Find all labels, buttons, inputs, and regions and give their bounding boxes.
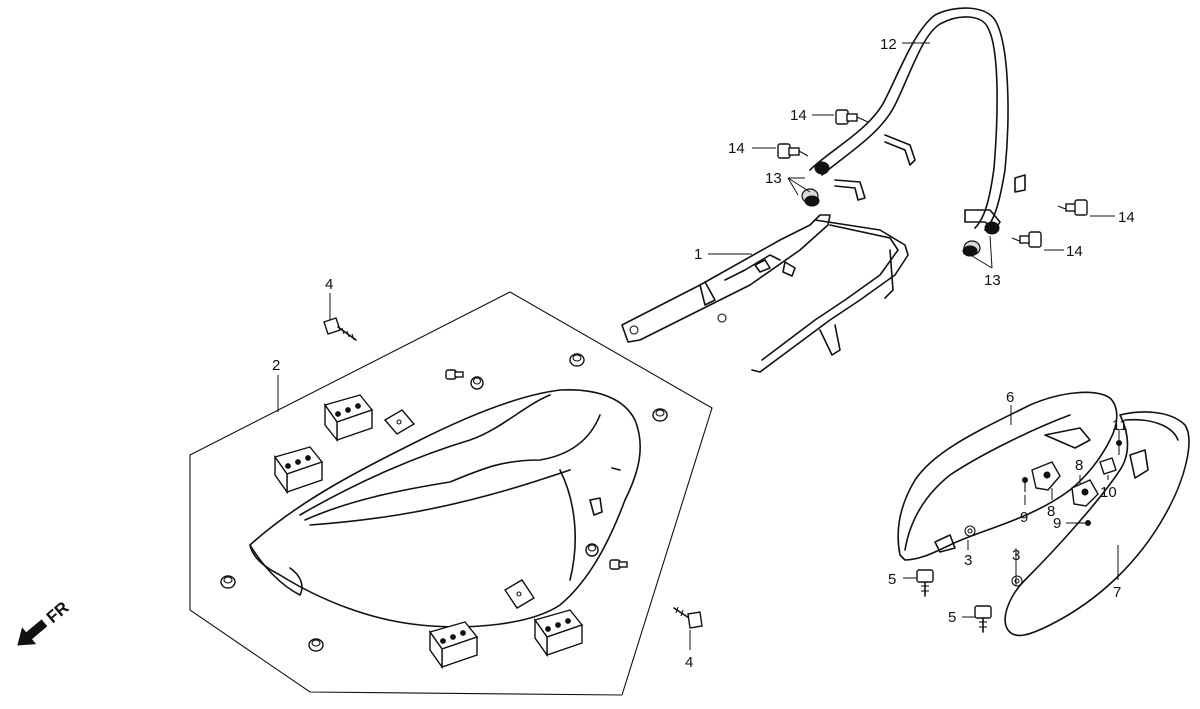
callout-1: 1 [694,246,702,263]
callout-13-right: 13 [984,272,1001,289]
seat-assembly-outline [189,291,713,696]
grommet[interactable] [585,543,599,557]
callout-7: 7 [1113,584,1121,601]
grab-rail[interactable] [809,7,1026,231]
seat-rail-frame[interactable] [621,214,909,373]
callout-10: 10 [1100,484,1117,501]
seat-damper-block[interactable] [273,446,324,495]
grommet[interactable] [308,638,324,652]
collar-bolt[interactable] [445,369,464,380]
bolt-14[interactable] [777,143,809,159]
callout-9-left: 9 [1020,509,1028,526]
front-direction-label: FR [43,598,73,627]
callout-3-left: 3 [964,552,972,569]
front-arrow-icon [17,619,48,646]
screw-9[interactable] [1022,477,1028,493]
seat-cushion[interactable] [249,389,641,628]
cap-nut-13[interactable] [801,188,820,207]
callout-14-b: 14 [728,140,745,157]
callout-5-lower: 5 [948,609,956,626]
rear-cowl-left-6[interactable] [897,391,1118,561]
clip-8[interactable] [1071,479,1099,507]
front-direction-marker: FR [17,598,73,646]
clip-10[interactable] [1099,457,1117,475]
screw-11[interactable] [1116,440,1122,456]
callout-13-left: 13 [765,170,782,187]
grommet[interactable] [220,575,236,589]
callout-8-upper: 8 [1075,457,1083,474]
grommet[interactable] [470,376,484,390]
collar-bolt[interactable] [609,559,628,570]
seat-pad[interactable] [383,409,416,435]
bolt-4-lower[interactable] [673,606,703,629]
callout-labels: 1 2 4 4 3 3 5 5 6 7 8 8 9 9 10 11 12 13 … [272,36,1135,671]
seat-damper-block[interactable] [533,609,584,658]
leader-lines [277,42,1120,650]
seat-pad[interactable] [504,579,535,609]
grommet[interactable] [652,408,668,422]
bolt-14[interactable] [1057,199,1088,216]
callout-4-lower: 4 [685,654,693,671]
washer-3[interactable] [1011,575,1023,587]
cap-nut-13[interactable] [962,240,981,257]
bolt-5[interactable] [974,605,992,633]
bolt-4-upper[interactable] [323,317,357,341]
clip-8[interactable] [1031,461,1061,491]
callout-5-upper: 5 [888,571,896,588]
callout-3-right: 3 [1012,547,1020,564]
callout-4-upper: 4 [325,276,333,293]
callout-12: 12 [880,36,897,53]
callout-8-lower: 8 [1047,503,1055,520]
grommet[interactable] [569,353,585,367]
bolt-14[interactable] [835,109,869,125]
seat-damper-block[interactable] [428,621,479,670]
callout-6: 6 [1006,389,1014,406]
rear-cowl-right-7[interactable] [1004,411,1190,637]
callout-9-right: 9 [1053,515,1061,532]
washer-3[interactable] [964,525,976,537]
callout-14-c: 14 [1118,209,1135,226]
callout-14-d: 14 [1066,243,1083,260]
bolt-14[interactable] [1011,231,1042,248]
seat-damper-block[interactable] [323,394,374,442]
bolt-5[interactable] [916,569,934,597]
screw-9[interactable] [1075,520,1091,526]
callout-11: 11 [1112,417,1128,434]
cap-nut-13[interactable] [814,161,830,175]
callout-14-a: 14 [790,107,807,124]
cap-nut-13[interactable] [984,221,1000,235]
callout-2: 2 [272,357,280,374]
